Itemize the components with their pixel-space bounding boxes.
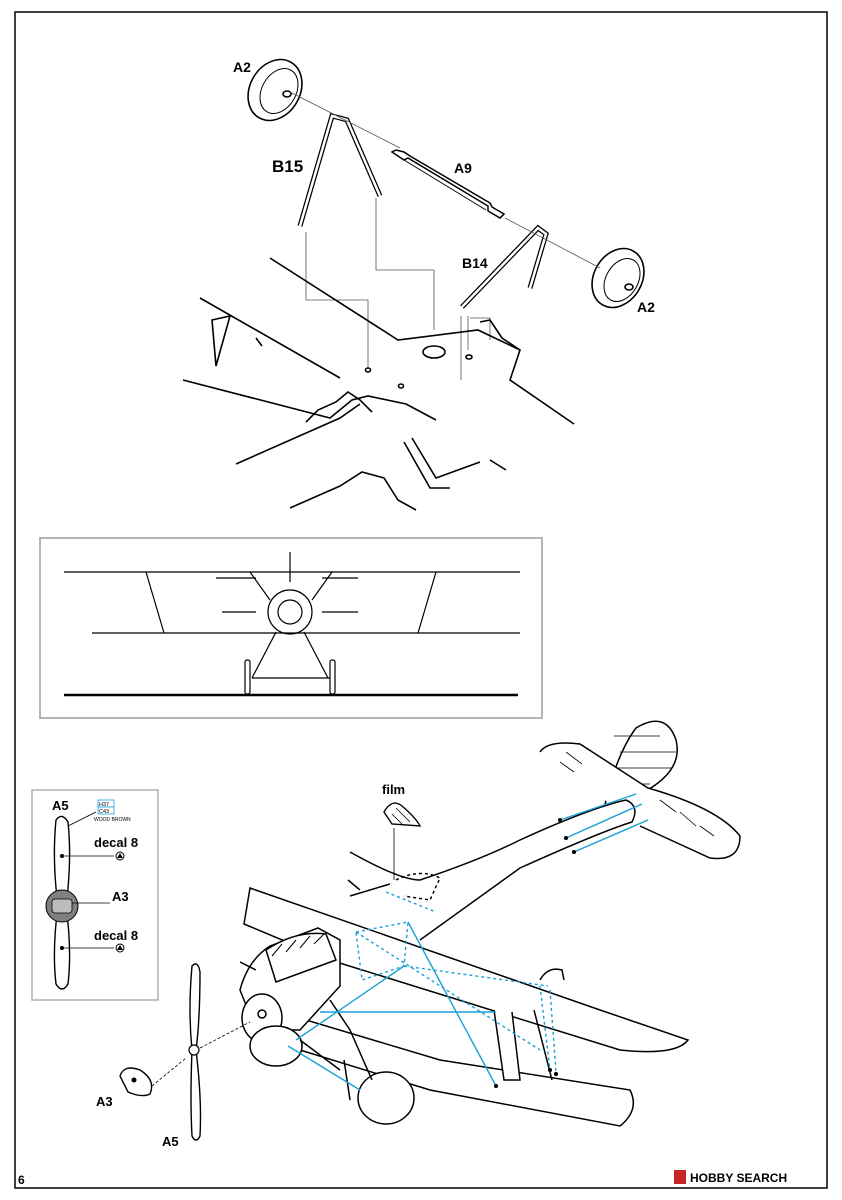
front-view-panel — [39, 537, 543, 719]
rigging-ends — [494, 818, 576, 1088]
watermark-text: HOBBY SEARCH — [690, 1171, 787, 1185]
paint-code-2: C43 — [99, 809, 109, 815]
spinner-part — [119, 1057, 187, 1097]
page-number: 6 — [18, 1173, 25, 1187]
mount-holes — [465, 354, 473, 360]
decal-icon-bottom — [115, 943, 125, 953]
wheel-right — [591, 247, 645, 309]
propeller-part — [188, 963, 251, 1141]
decal-icon-top — [115, 851, 125, 861]
rigging-lines — [287, 793, 649, 1091]
lower-wing-outline — [182, 257, 575, 511]
propeller-drawing — [45, 815, 79, 990]
label-spinner-a3: A3 — [96, 1094, 113, 1109]
label-decal-top: decal 8 — [94, 835, 138, 850]
paint-code-box — [97, 799, 115, 815]
label-film: film — [382, 782, 405, 797]
label-strut-b15: B15 — [272, 157, 303, 176]
label-wheel-left: A2 — [233, 59, 251, 75]
paint-code-1: H37 — [99, 802, 109, 808]
propeller-detail-panel — [31, 789, 159, 1001]
label-blade-a5: A5 — [52, 798, 69, 813]
label-strut-b14: B14 — [462, 255, 488, 271]
axle — [390, 149, 506, 219]
strut-b14 — [460, 224, 549, 309]
label-axle: A9 — [454, 160, 472, 176]
paint-name: WOOD BROWN — [94, 817, 131, 823]
watermark-logo: HOBBY SEARCH — [674, 1170, 787, 1185]
label-hub-a3: A3 — [112, 889, 129, 904]
final-assembly — [239, 720, 741, 1127]
leader-lines — [289, 91, 601, 380]
landing-gear-step — [182, 58, 645, 511]
label-wheel-right: A2 — [637, 299, 655, 315]
wheel-left — [247, 58, 303, 122]
page-border — [14, 11, 828, 1189]
strut-b15 — [297, 112, 383, 227]
windscreen-film — [383, 802, 422, 880]
label-decal-bottom: decal 8 — [94, 928, 138, 943]
detail-leaders — [64, 811, 114, 949]
label-propeller-a5: A5 — [162, 1134, 179, 1149]
